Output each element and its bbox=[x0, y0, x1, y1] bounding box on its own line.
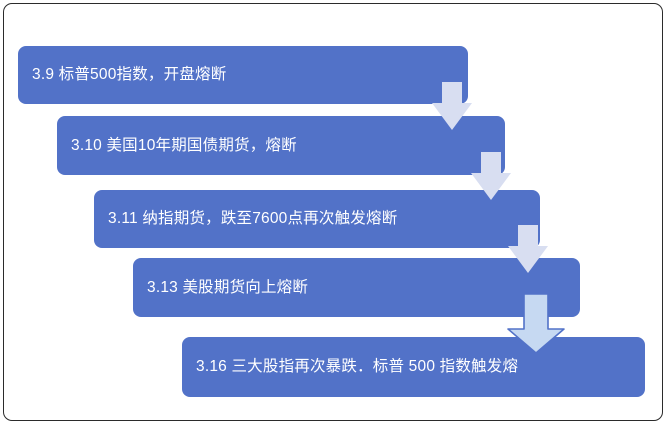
arrow-head bbox=[471, 173, 511, 200]
process-step-box[interactable]: 3.16 三大股指再次暴跌．标普 500 指数触发熔 bbox=[182, 337, 645, 397]
process-step-label: 3.9 标普500指数，开盘熔断 bbox=[32, 66, 227, 84]
process-step-box[interactable]: 3.13 美股期货向上熔断 bbox=[133, 258, 580, 317]
process-step-box[interactable]: 3.11 纳指期货，跌至7600点再次触发熔断 bbox=[94, 190, 540, 248]
process-step-box[interactable]: 3.9 标普500指数，开盘熔断 bbox=[18, 46, 468, 104]
process-step-box[interactable]: 3.10 美国10年期国债期货，熔断 bbox=[57, 116, 505, 175]
arrow-head bbox=[508, 246, 548, 273]
large-down-arrow-icon bbox=[505, 293, 567, 355]
large-down-arrow-shape bbox=[507, 293, 565, 354]
down-arrow-icon bbox=[432, 82, 472, 130]
process-step-label: 3.11 纳指期货，跌至7600点再次触发熔断 bbox=[108, 210, 398, 228]
arrow-head bbox=[432, 103, 472, 130]
arrow-shaft bbox=[481, 152, 501, 174]
process-step-label: 3.10 美国10年期国债期货，熔断 bbox=[71, 136, 297, 154]
process-step-label: 3.13 美股期货向上熔断 bbox=[147, 278, 309, 296]
arrow-shaft bbox=[442, 82, 462, 104]
arrow-shaft bbox=[518, 225, 538, 247]
down-arrow-icon bbox=[508, 225, 548, 273]
down-arrow-icon bbox=[471, 152, 511, 200]
process-step-label: 3.16 三大股指再次暴跌．标普 500 指数触发熔 bbox=[196, 358, 519, 376]
